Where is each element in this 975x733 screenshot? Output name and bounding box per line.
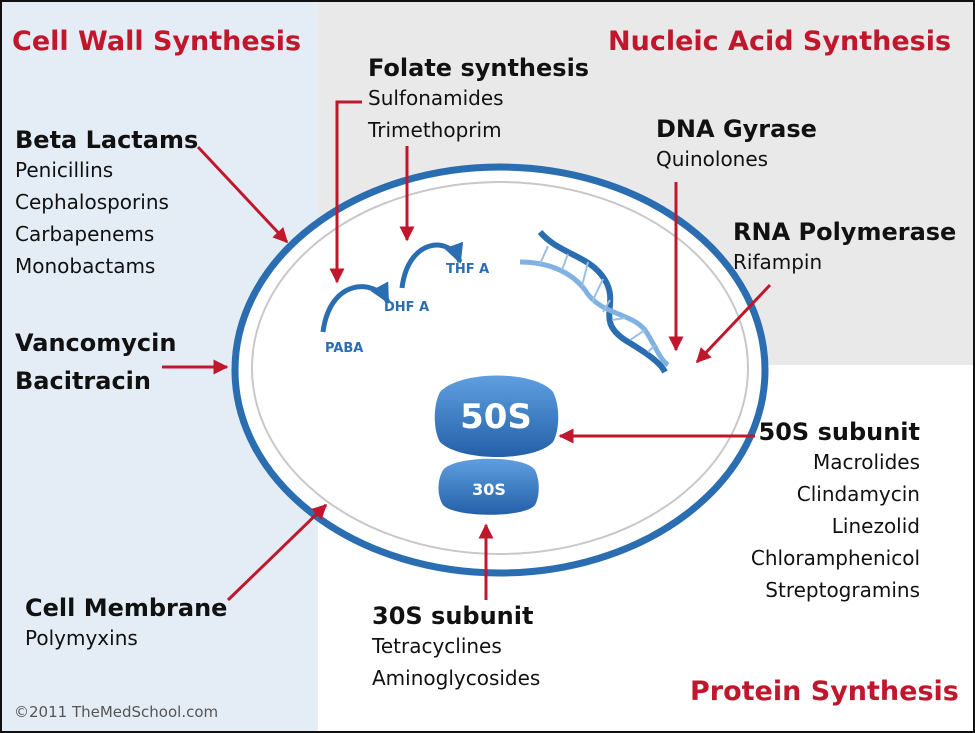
cell-inner-membrane	[251, 181, 749, 555]
drug-item: Rifampin	[733, 250, 823, 274]
cell-wall-heading: Cell Wall Synthesis	[12, 26, 302, 57]
30s-subunit-title: 30S subunit	[372, 602, 534, 630]
dhf-to-thf-arrow	[399, 241, 464, 289]
drug-item: Chloramphenicol	[750, 546, 920, 570]
beta-lactams-block: Beta Lactams Penicillins Cephalosporins …	[15, 126, 198, 282]
ribosome-50s-shape	[434, 375, 559, 457]
dna-gyrase-block: DNA Gyrase Quinolones	[656, 115, 817, 175]
50s-subunit-title: 50S subunit	[758, 418, 920, 446]
ribosome-30s-label: 30S	[472, 480, 506, 499]
ribosome-30s-shape	[438, 458, 539, 515]
sulfonamides-arrow	[329, 100, 362, 284]
drug-item: Trimethoprim	[368, 118, 502, 142]
drug-item: Aminoglycosides	[372, 666, 541, 690]
thf-label: THF A	[446, 262, 489, 277]
drug-item: Clindamycin	[796, 482, 920, 506]
dna-helix-icon	[519, 229, 670, 374]
30s-subunit-block: 30S subunit Tetracyclines Aminoglycoside…	[372, 602, 540, 694]
protein-heading: Protein Synthesis	[690, 676, 959, 707]
rna-polymerase-title: RNA Polymerase	[733, 218, 957, 246]
cell-membrane-arrow	[226, 503, 328, 602]
drug-item: Sulfonamides	[368, 86, 504, 110]
ribosome-icon: 50S 30S	[434, 375, 559, 515]
drug-item: Penicillins	[15, 158, 114, 182]
folate-title: Folate synthesis	[368, 54, 590, 82]
folate-block: Folate synthesis Sulfonamides Trimethopr…	[368, 54, 589, 146]
drug-item: Linezolid	[831, 514, 920, 538]
nucleic-acid-heading: Nucleic Acid Synthesis	[608, 26, 952, 57]
beta-lactams-title: Beta Lactams	[15, 126, 199, 154]
dna-gyrase-title: DNA Gyrase	[656, 115, 817, 143]
drug-item: Streptogramins	[765, 578, 920, 602]
drug-item: Macrolides	[812, 450, 920, 474]
drug-item: Cephalosporins	[15, 190, 169, 214]
50s-subunit-block: 50S subunit Macrolides Clindamycin Linez…	[751, 418, 920, 606]
vancomycin-label: Vancomycin	[15, 329, 177, 357]
dhf-label: DHF A	[384, 300, 429, 315]
ribosome-50s-label: 50S	[460, 397, 532, 437]
drug-item: Quinolones	[656, 147, 769, 171]
copyright-text: ©2011 TheMedSchool.com	[14, 703, 219, 721]
cell-membrane-title: Cell Membrane	[25, 594, 228, 622]
cell-outer-membrane	[231, 163, 769, 577]
rna-polymerase-block: RNA Polymerase Rifampin	[733, 218, 956, 278]
drug-item: Monobactams	[15, 254, 156, 278]
paba-label: PABA	[325, 341, 363, 356]
vancomycin-block: Vancomycin Bacitracin	[15, 324, 176, 400]
cell-membrane-block: Cell Membrane Polymyxins	[25, 594, 227, 654]
rifampin-arrow	[695, 283, 772, 364]
beta-lactams-arrow	[196, 145, 289, 244]
paba-to-dhf-arrow	[320, 281, 391, 333]
drug-item: Polymyxins	[25, 626, 138, 650]
drug-item: Tetracyclines	[372, 634, 502, 658]
drug-item: Carbapenems	[15, 222, 155, 246]
bacitracin-label: Bacitracin	[15, 367, 151, 395]
